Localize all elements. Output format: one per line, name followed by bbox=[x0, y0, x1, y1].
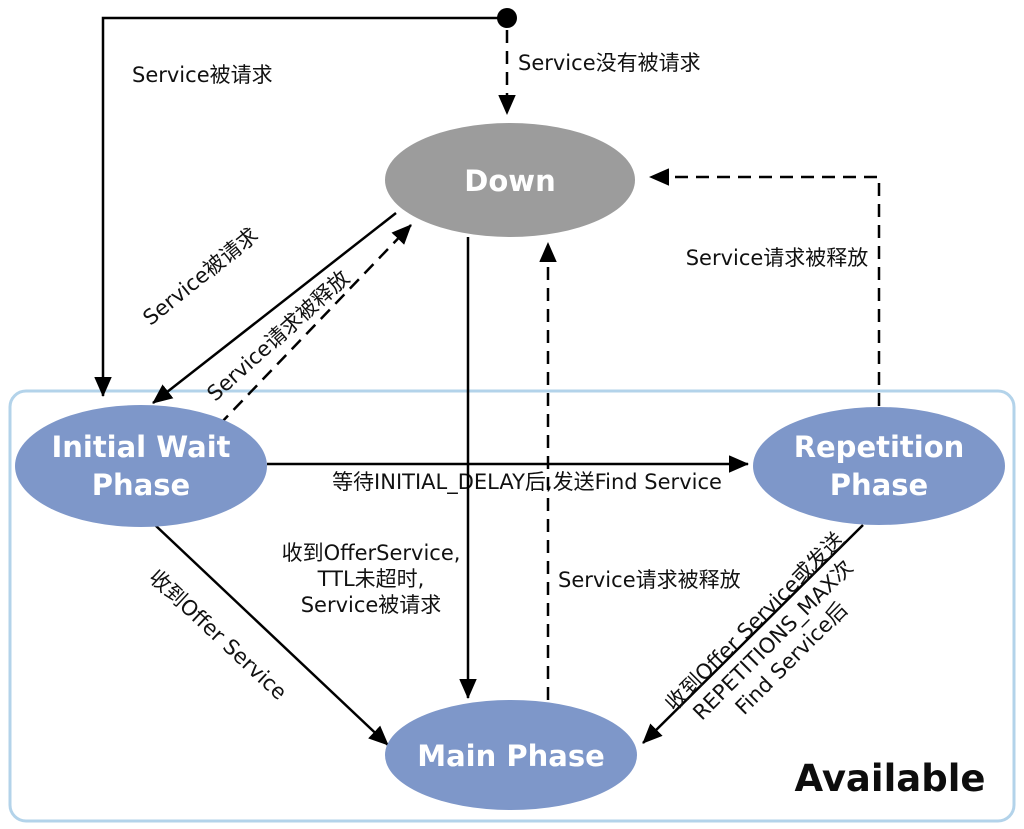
transition-down-to-main-label-line1: 收到OfferService, bbox=[282, 541, 461, 565]
state-down-label: Down bbox=[464, 164, 555, 198]
transition-initial-wait-to-main bbox=[154, 524, 389, 746]
transition-initial-wait-to-down bbox=[218, 224, 412, 426]
initial-state-dot bbox=[497, 8, 517, 28]
state-initial-wait-phase-label-line2: Phase bbox=[92, 468, 190, 502]
transition-initial-wait-to-repetition-label: 等待INITIAL_DELAY后,发送Find Service bbox=[332, 470, 722, 495]
state-repetition-phase bbox=[753, 407, 1005, 525]
available-region bbox=[8, 389, 1016, 823]
transition-main-to-down-label: Service请求被释放 bbox=[558, 568, 741, 592]
state-repetition-phase-label-line2: Phase bbox=[830, 468, 928, 502]
transition-start-to-down-label: Service没有被请求 bbox=[518, 51, 701, 75]
state-initial-wait-phase bbox=[15, 405, 267, 527]
transition-start-to-initial-wait bbox=[94, 16, 507, 398]
transition-initial-wait-to-down-label: Service请求被释放 bbox=[202, 266, 354, 406]
transition-repetition-to-down-label: Service请求被释放 bbox=[686, 246, 869, 270]
transition-down-to-main-label-line3: Service被请求 bbox=[301, 593, 442, 617]
transition-down-to-initial-wait-label: Service被请求 bbox=[138, 223, 262, 330]
transition-down-to-main-label-line2: TTL未超时, bbox=[317, 567, 425, 591]
state-main-phase bbox=[385, 700, 637, 810]
transition-repetition-to-down bbox=[648, 168, 881, 406]
transition-down-to-initial-wait bbox=[152, 212, 397, 404]
available-region-label: Available bbox=[795, 757, 986, 800]
state-down bbox=[385, 123, 635, 237]
state-repetition-phase-label-line1: Repetition bbox=[794, 430, 965, 464]
state-main-phase-label: Main Phase bbox=[417, 739, 605, 773]
transition-repetition-to-main bbox=[642, 524, 864, 744]
transition-start-to-initial-wait-label: Service被请求 bbox=[132, 63, 273, 87]
state-initial-wait-phase-label-line1: Initial Wait bbox=[51, 430, 230, 464]
